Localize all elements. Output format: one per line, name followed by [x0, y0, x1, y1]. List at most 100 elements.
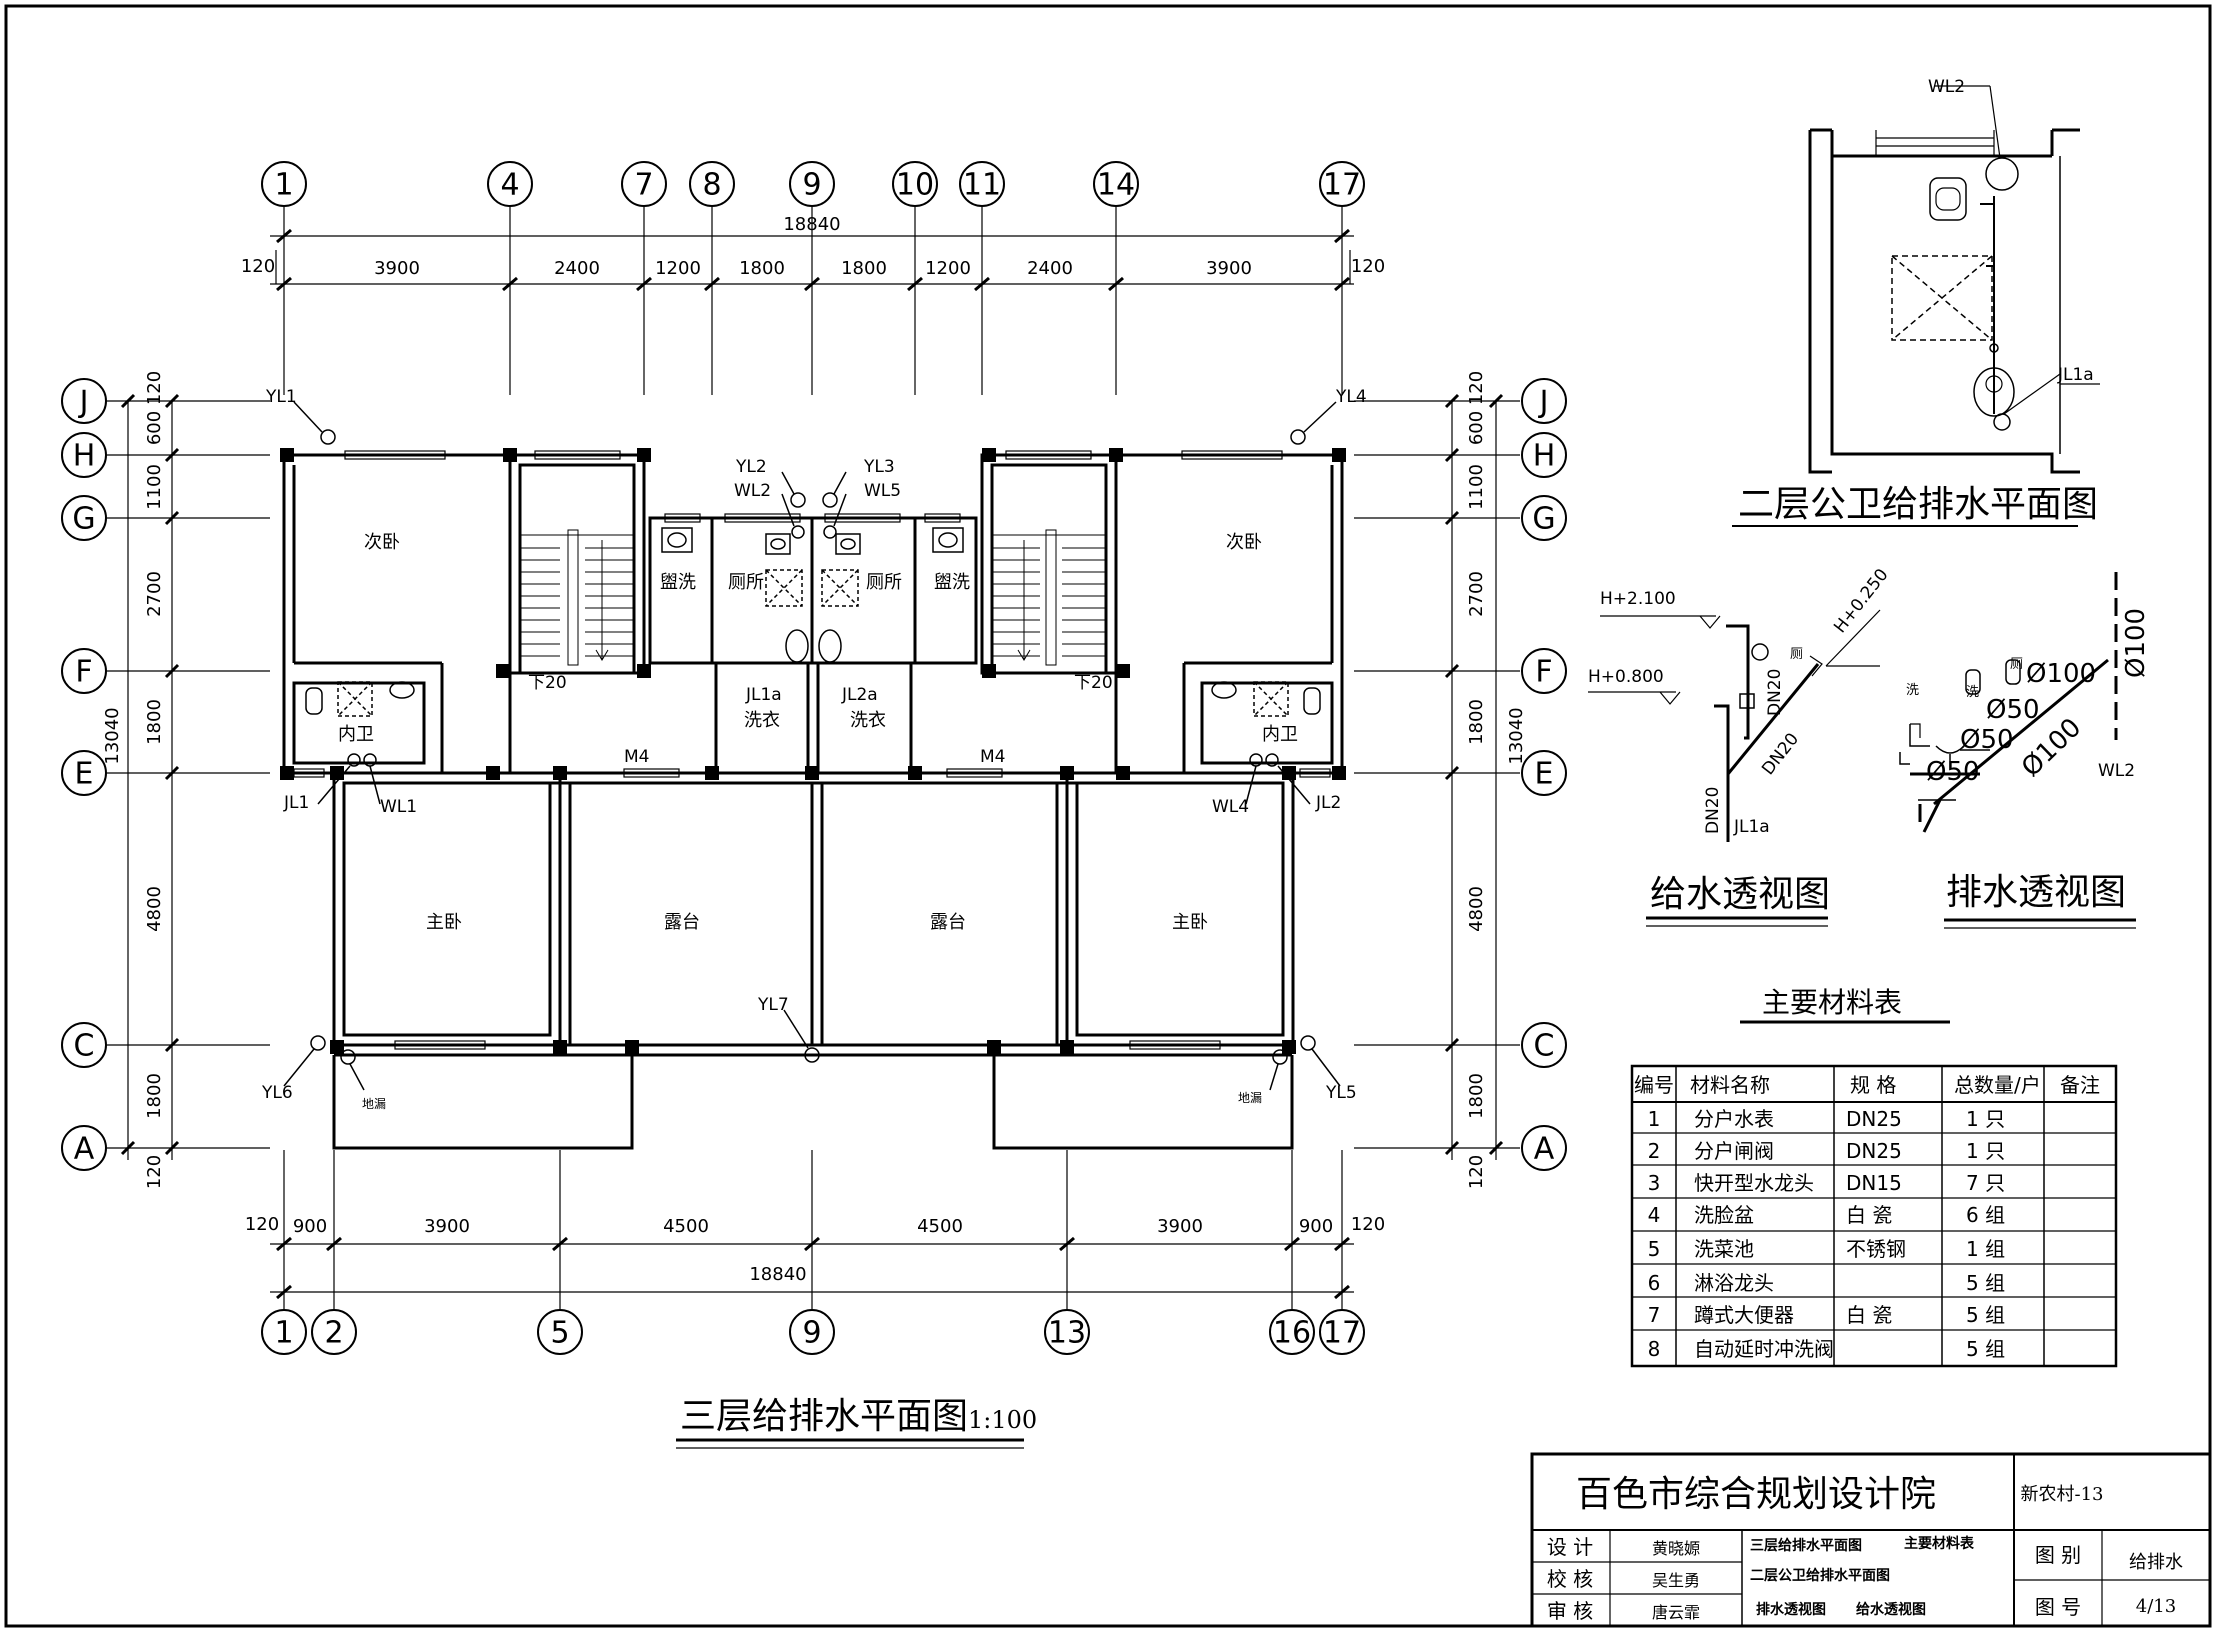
- axis-bottom-3-circle: [789, 1309, 835, 1355]
- dim-bot-7: 120: [1351, 1214, 1385, 1235]
- room-inner-bath-left: 内卫: [338, 724, 374, 745]
- pipe-yl4: YL4: [1335, 387, 1367, 407]
- supply-fixture: 厕: [1790, 647, 1803, 662]
- door-label-right: M4: [980, 747, 1005, 767]
- supply-dn-1: DN20: [1765, 669, 1785, 716]
- dim-left-4: 1800: [144, 699, 165, 745]
- materials-title: 主要材料表: [1762, 986, 1902, 1019]
- dim-top-4: 1800: [739, 258, 785, 279]
- materials-cell-5-0: 6: [1648, 1271, 1661, 1295]
- axis-top-4-label: 9: [802, 168, 821, 203]
- room-toilet-right: 厕所: [866, 572, 902, 593]
- dim-top-3: 1200: [655, 258, 701, 279]
- materials-table: [1630, 1020, 2118, 1368]
- inset-jl1a: JL1a: [2057, 365, 2094, 385]
- axis-left-5-label: C: [74, 1029, 95, 1064]
- dim-right-4: 1800: [1466, 699, 1487, 745]
- dim-left-6: 1800: [144, 1073, 165, 1119]
- drain-fixture-1: 厕: [2010, 657, 2023, 672]
- dim-top-9: 120: [1351, 256, 1385, 277]
- drain-d100-top: Ø100: [2026, 659, 2096, 689]
- room-wash-right: 盥洗: [934, 572, 970, 593]
- drain-d50-1: Ø50: [1986, 695, 2040, 725]
- pipe-yl3: YL3: [863, 457, 895, 477]
- materials-cell-3-0: 4: [1648, 1203, 1661, 1227]
- content-3: 二层公卫给排水平面图: [1750, 1567, 1890, 1584]
- materials-cell-0-3: 1 只: [1966, 1107, 2005, 1131]
- materials-cell-7-0: 8: [1648, 1337, 1661, 1361]
- dim-right-6: 1800: [1466, 1073, 1487, 1119]
- axis-right-6-circle: [1521, 1125, 1567, 1171]
- axis-right-4-label: E: [1535, 757, 1554, 792]
- room-terrace-left: 露台: [664, 912, 700, 933]
- axis-left-3-label: F: [75, 655, 92, 690]
- dim-top-7: 2400: [1027, 258, 1073, 279]
- materials-cell-0-2: DN25: [1846, 1107, 1902, 1131]
- supply-pipe: JL1a: [1733, 817, 1770, 837]
- axis-top-0-label: 1: [274, 168, 293, 203]
- materials-header-1: 材料名称: [1690, 1073, 1770, 1097]
- axis-right-3-label: F: [1535, 655, 1552, 690]
- plan-labels: 18840 120 3900 2400 1200 1800 1800 1200 …: [102, 77, 2151, 1449]
- materials-cell-5-3: 5 组: [1966, 1271, 2005, 1295]
- content-5: 给水透视图: [1856, 1601, 1926, 1618]
- axis-bottom-0-label: 1: [274, 1316, 293, 1351]
- materials-cell-2-1: 快开型水龙头: [1694, 1171, 1814, 1195]
- dim-left-5: 4800: [144, 886, 165, 932]
- materials-cell-1-1: 分户闸阀: [1694, 1139, 1774, 1163]
- room-terrace-right: 露台: [930, 912, 966, 933]
- materials-header-0: 编号: [1634, 1073, 1674, 1097]
- axis-top-5-circle: [892, 161, 938, 207]
- axis-top-6-label: 11: [963, 168, 1001, 203]
- materials-cell-2-3: 7 只: [1966, 1171, 2005, 1195]
- designer-name: 黄晓嫄: [1652, 1539, 1700, 1558]
- axis-top-8-circle: [1319, 161, 1365, 207]
- materials-cell-4-3: 1 组: [1966, 1237, 2005, 1261]
- dim-left-3: 2700: [144, 571, 165, 617]
- dim-left-7: 120: [144, 1155, 165, 1189]
- axis-bottom-6-circle: [1319, 1309, 1365, 1355]
- total-width-top: 18840: [783, 214, 840, 235]
- pipe-jl1: JL1: [283, 793, 309, 813]
- dim-top-5: 1800: [841, 258, 887, 279]
- dim-right-3: 2700: [1466, 571, 1487, 617]
- supply-dn-3: DN20: [1703, 787, 1723, 834]
- room-laundry-left: 洗衣: [744, 710, 780, 731]
- content-4: 排水透视图: [1756, 1601, 1826, 1618]
- room-secondary-bed-left: 次卧: [364, 532, 400, 553]
- dim-bot-6: 900: [1299, 1216, 1333, 1237]
- axis-left-3-circle: [61, 648, 107, 694]
- dim-left-1: 600: [144, 411, 165, 445]
- drain-d50-3: Ø50: [1926, 757, 1980, 787]
- sheet-border: [4, 4, 2212, 1628]
- design-label: 设 计: [1547, 1535, 1593, 1559]
- room-laundry-right: 洗衣: [850, 710, 886, 731]
- materials-cell-3-3: 6 组: [1966, 1203, 2005, 1227]
- dim-left-0: 120: [144, 371, 165, 405]
- materials-header-3: 总数量/户: [1954, 1073, 2041, 1097]
- dim-bot-4: 4500: [917, 1216, 963, 1237]
- axis-right-1-label: H: [1533, 439, 1556, 474]
- third-floor-plan: [102, 205, 1520, 1310]
- axis-left-4-circle: [61, 750, 107, 796]
- pipe-wl5: WL5: [864, 481, 901, 501]
- drain-isometric: [1899, 572, 2136, 929]
- room-wash-left: 盥洗: [660, 572, 696, 593]
- plan-title: 三层给排水平面图: [680, 1396, 968, 1437]
- axis-left-5-circle: [61, 1022, 107, 1068]
- supply-h1: H+2.100: [1600, 589, 1676, 609]
- axis-top-1-circle: [487, 161, 533, 207]
- materials-cell-3-2: 白 瓷: [1846, 1203, 1892, 1227]
- axis-right-5-label: C: [1534, 1029, 1555, 1064]
- number-value: 4/13: [2136, 1596, 2176, 1617]
- number-label: 图 号: [2035, 1595, 2081, 1619]
- content-2: 主要材料表: [1904, 1535, 1975, 1552]
- materials-cell-7-1: 自动延时冲洗阀: [1694, 1337, 1834, 1361]
- floor-drain-left: 地漏: [362, 1097, 386, 1111]
- title-block: [1530, 1452, 2212, 1628]
- materials-header-2: 规 格: [1850, 1073, 1896, 1097]
- axis-bottom-1-label: 2: [324, 1316, 343, 1351]
- pipe-jl2a: JL2a: [841, 685, 878, 705]
- category-value: 给排水: [2129, 1552, 2183, 1573]
